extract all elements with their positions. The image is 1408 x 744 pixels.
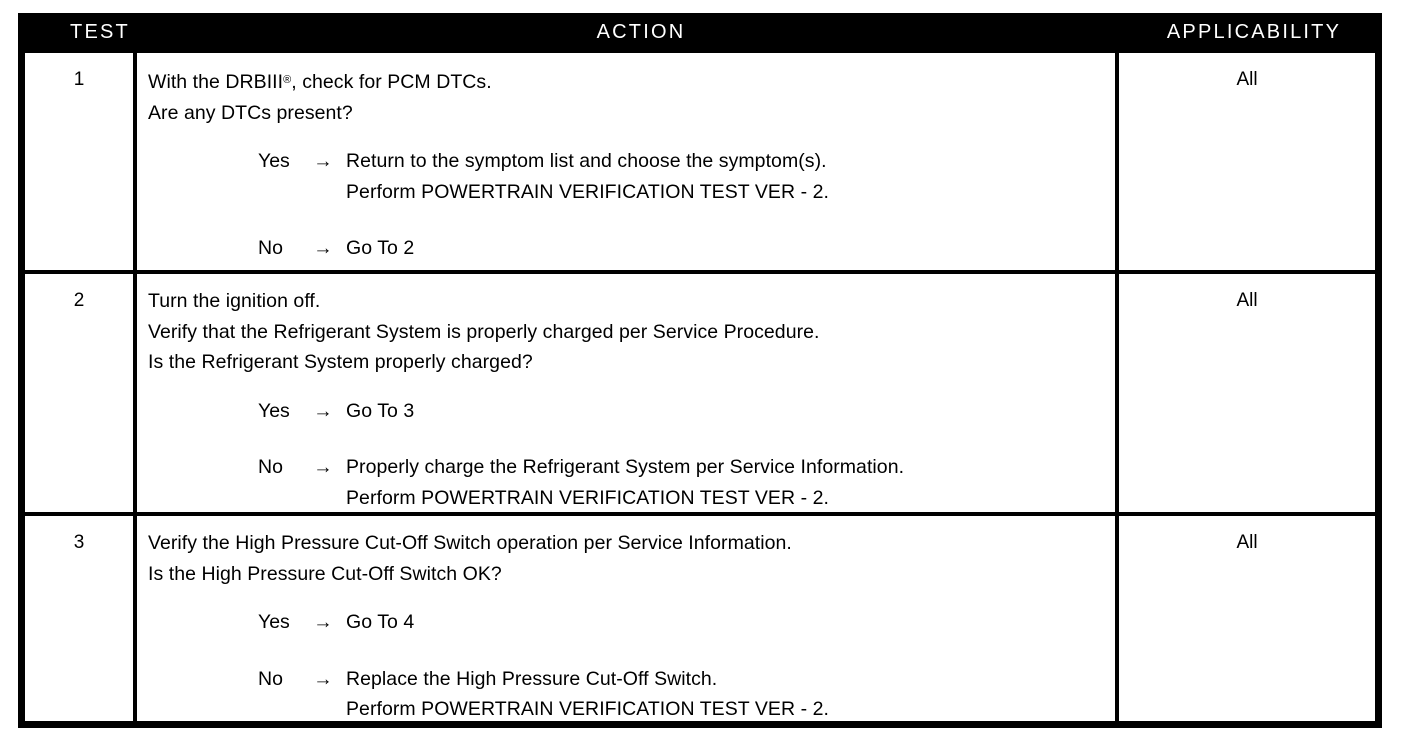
branch-label: No xyxy=(258,237,283,260)
branch-text-line: Properly charge the Refrigerant System p… xyxy=(346,456,905,479)
applicability-cell: All xyxy=(1236,532,1258,553)
branch-no: No → Replace the High Pressure Cut-Off Swi… xyxy=(258,664,1115,725)
branch-yes: Yes → Return to the symptom list and choos… xyxy=(258,146,1115,207)
column-header-applicability: APPLICABILITY xyxy=(1166,21,1342,43)
branch-text: Properly charge the Refrigerant System p… xyxy=(346,452,904,513)
branch-text: Go To 4 xyxy=(346,607,414,638)
branch-text: Replace the High Pressure Cut-Off Switch… xyxy=(346,664,829,725)
branch-text: Go To 2 xyxy=(346,233,414,264)
table-header-bar: TEST ACTION APPLICABILITY xyxy=(18,13,1382,52)
branch-no: No → Properly charge the Refrigerant Syste… xyxy=(258,452,1115,513)
branch-text: Return to the symptom list and choose th… xyxy=(346,146,829,207)
branch-list: Yes → Go To 3 No → Properly charge the Refrig… xyxy=(148,396,1115,514)
action-statement-line: Is the Refrigerant System properly charg… xyxy=(148,351,533,374)
branch-text-line: Go To 4 xyxy=(346,611,415,634)
branch-text-line: Perform POWERTRAIN VERIFICATION TEST VER… xyxy=(346,180,829,203)
action-cell: Turn the ignition off. Verify that the Re… xyxy=(137,274,1119,512)
arrow-right-icon: → xyxy=(313,667,333,690)
table-row: 3 Verify the High Pressure Cut-Off Switch… xyxy=(25,512,1375,728)
action-statement-line: Verify the High Pressure Cut-Off Switch … xyxy=(148,532,792,554)
action-statement-line: Is the High Pressure Cut-Off Switch OK? xyxy=(148,562,502,585)
table-row: 2 Turn the ignition off. Verify that the R… xyxy=(25,270,1375,512)
applicability-cell: All xyxy=(1236,69,1258,90)
branch-yes: Yes → Go To 3 xyxy=(258,396,1115,427)
branch-label: Yes xyxy=(258,399,290,422)
branch-label: Yes xyxy=(258,611,290,634)
action-statement-line: Are any DTCs present? xyxy=(148,101,353,124)
arrow-right-icon: → xyxy=(313,237,333,260)
branch-text-line: Return to the symptom list and choose th… xyxy=(346,150,827,173)
branch-list: Yes → Return to the symptom list and choos… xyxy=(148,146,1115,264)
branch-text-line: Go To 3 xyxy=(346,399,415,422)
branch-list: Yes → Go To 4 No → Replace the High Pressure … xyxy=(148,607,1115,725)
column-header-test: TEST xyxy=(70,21,130,43)
test-number-cell: 1 xyxy=(25,53,137,270)
action-statement-line: Turn the ignition off. xyxy=(148,290,321,312)
test-number-cell: 3 xyxy=(25,516,137,728)
test-number-cell: 2 xyxy=(25,274,137,512)
action-cell: Verify the High Pressure Cut-Off Switch … xyxy=(137,516,1119,728)
branch-text: Go To 3 xyxy=(346,396,414,427)
branch-label: Yes xyxy=(258,150,290,173)
action-statement-line: Verify that the Refrigerant System is pr… xyxy=(148,320,820,343)
column-header-action: ACTION xyxy=(596,21,686,43)
arrow-right-icon: → xyxy=(313,611,333,634)
branch-no: No → Go To 2 xyxy=(258,233,1115,264)
action-statement-line: With the DRBIII®, check for PCM DTCs. xyxy=(148,71,492,93)
branch-yes: Yes → Go To 4 xyxy=(258,607,1115,638)
branch-text-line: Perform POWERTRAIN VERIFICATION TEST VER… xyxy=(346,486,829,509)
table-row: 1 With the DRBIII®, check for PCM DTCs. Ar… xyxy=(25,53,1375,270)
action-cell: With the DRBIII®, check for PCM DTCs. Are… xyxy=(137,53,1119,270)
arrow-right-icon: → xyxy=(313,150,333,173)
branch-text-line: Go To 2 xyxy=(346,237,415,260)
arrow-right-icon: → xyxy=(313,399,333,422)
branch-text-line: Perform POWERTRAIN VERIFICATION TEST VER… xyxy=(346,698,829,721)
branch-label: No xyxy=(258,456,283,479)
applicability-cell: All xyxy=(1236,290,1258,311)
arrow-right-icon: → xyxy=(313,456,333,479)
branch-text-line: Replace the High Pressure Cut-Off Switch… xyxy=(346,667,718,690)
diagnostic-table: 1 With the DRBIII®, check for PCM DTCs. Ar… xyxy=(18,46,1382,728)
branch-label: No xyxy=(258,667,283,690)
